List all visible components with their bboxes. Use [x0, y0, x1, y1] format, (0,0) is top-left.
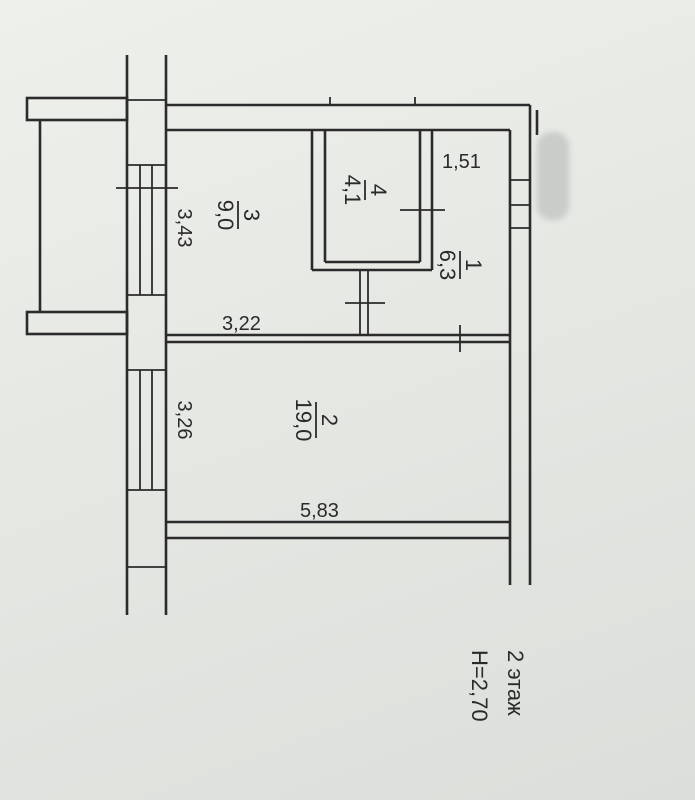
ceiling-height: H=2,70 [467, 650, 492, 722]
room-number: 1 [461, 259, 486, 271]
exterior-wall-right [508, 105, 539, 585]
exterior-wall-top [166, 97, 530, 132]
partition-bottom [166, 520, 510, 540]
room-label-1: 1 6,3 [435, 250, 486, 281]
room-number: 4 [366, 184, 391, 196]
room-label-2: 2 19,0 [291, 399, 342, 442]
room-number: 2 [317, 414, 342, 426]
room-area: 9,0 [213, 200, 238, 231]
dimension-bottom: 5,83 [300, 500, 339, 522]
floor-info: 2 этаж H=2,70 [467, 650, 528, 722]
room-area: 4,1 [340, 175, 365, 206]
room-area: 6,3 [435, 250, 460, 281]
balcony [25, 96, 129, 336]
dimension-middle: 3,22 [222, 313, 261, 335]
partition-middle [166, 325, 510, 352]
redacted-area [537, 132, 569, 220]
floor-label: 2 этаж [503, 650, 528, 716]
room-number: 3 [239, 209, 264, 221]
room-label-3: 3 9,0 [213, 200, 264, 231]
dimension-left-upper: 3,43 [173, 209, 195, 248]
dimension-left-lower: 3,26 [173, 401, 195, 440]
room-area: 19,0 [291, 399, 316, 442]
bathroom-walls [310, 130, 445, 335]
dimension-top-right: 1,51 [442, 151, 481, 173]
dimension-left-upper-group: 3,43 [173, 209, 195, 248]
room-label-4: 4 4,1 [340, 175, 391, 206]
dimension-left-lower-group: 3,26 [173, 401, 195, 440]
